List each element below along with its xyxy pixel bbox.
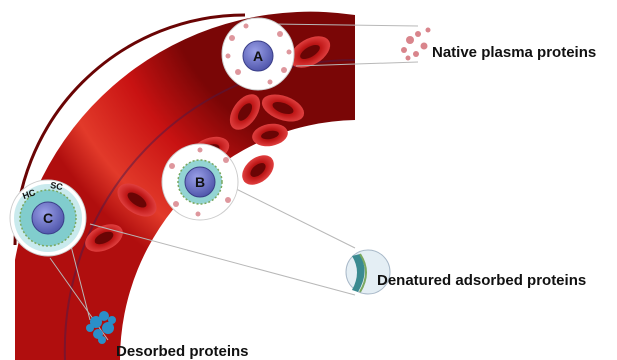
particle-b-label: B — [195, 174, 205, 190]
native-protein-cluster — [401, 28, 431, 61]
native-plasma-proteins-label: Native plasma proteins — [432, 44, 596, 61]
particle-a-label: A — [253, 48, 263, 64]
desorbed-proteins-label: Desorbed proteins — [116, 343, 249, 360]
particle-c-label: C — [43, 210, 53, 226]
denatured-adsorbed-proteins-label: Denatured adsorbed proteins — [377, 272, 586, 289]
rbc — [236, 149, 279, 191]
